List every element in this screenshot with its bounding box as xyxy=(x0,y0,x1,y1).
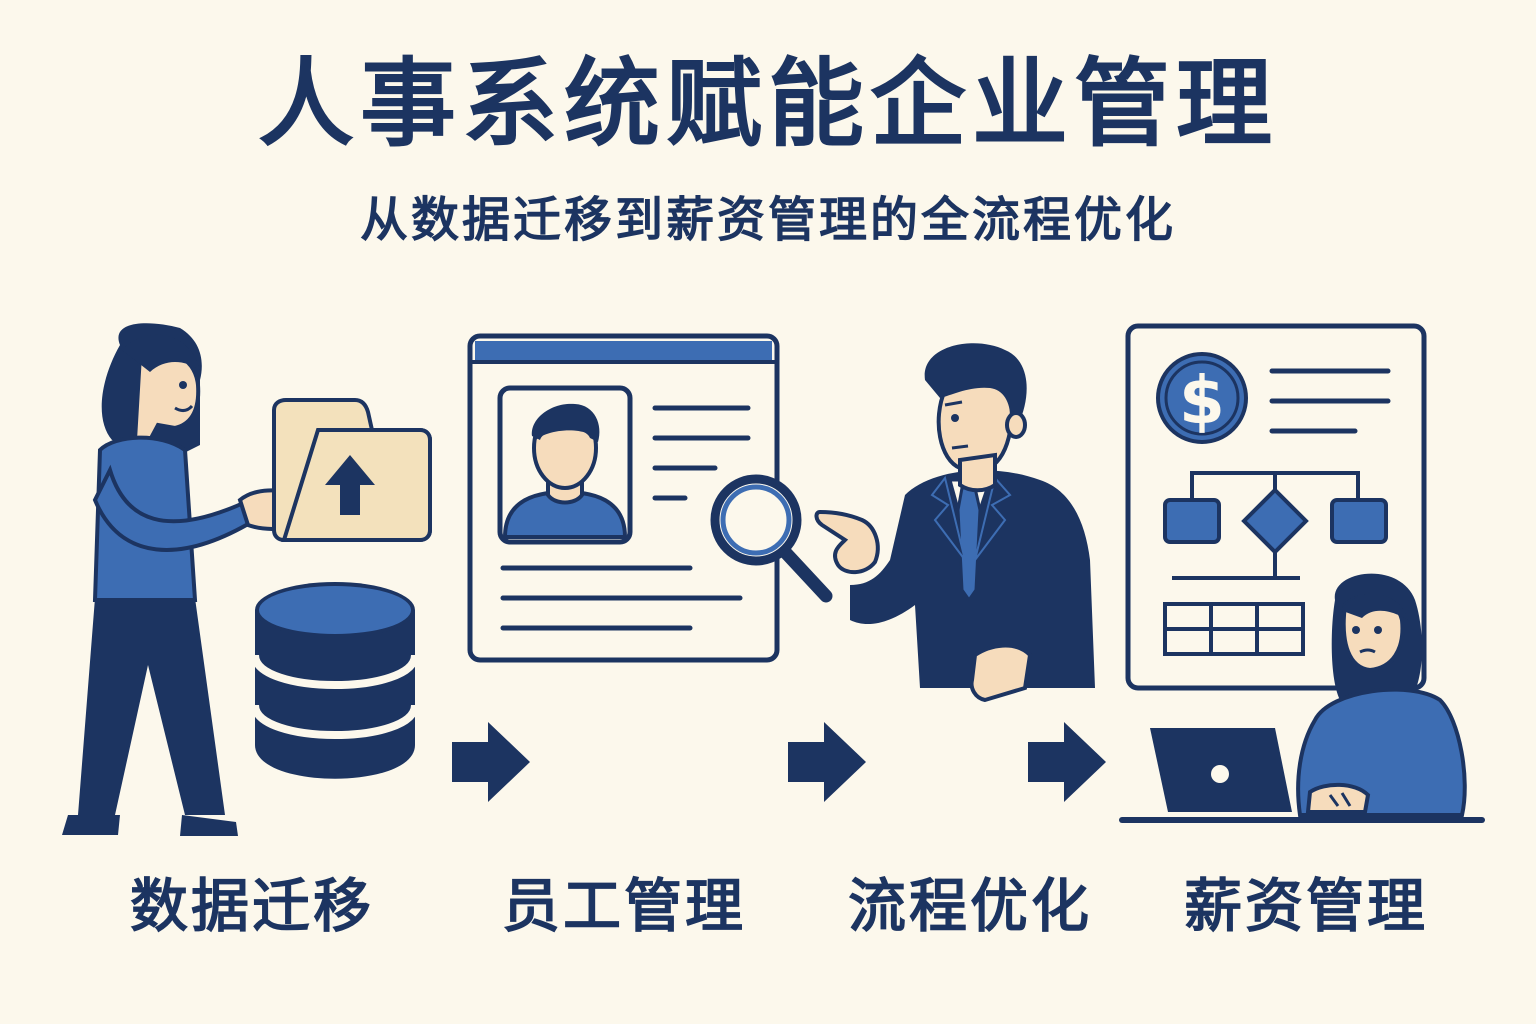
woman-at-laptop-figure xyxy=(1296,573,1467,817)
flow-arrow-2-icon xyxy=(788,722,866,802)
employee-profile-window-icon xyxy=(467,333,780,663)
businessman-pointing-figure xyxy=(814,343,1095,703)
data-migration-scene xyxy=(62,323,432,836)
magnifier-icon xyxy=(710,474,833,603)
step-label-employee-management: 员工管理 xyxy=(501,872,746,940)
woman-with-folder-figure xyxy=(62,323,304,836)
database-icon xyxy=(251,582,419,779)
page-subtitle: 从数据迁移到薪资管理的全流程优化 xyxy=(359,192,1176,248)
flow-arrow-1-icon xyxy=(452,722,530,802)
step-label-data-migration: 数据迁移 xyxy=(129,872,374,940)
upload-folder-icon xyxy=(272,398,432,542)
laptop-icon xyxy=(1119,728,1485,823)
dollar-sign-icon: $ xyxy=(1179,362,1225,439)
page-title: 人事系统赋能企业管理 xyxy=(258,48,1278,160)
step-label-process-optimization: 流程优化 xyxy=(847,872,1092,940)
step-label-payroll-management: 薪资管理 xyxy=(1183,872,1428,940)
flow-arrow-3-icon xyxy=(1028,722,1106,802)
